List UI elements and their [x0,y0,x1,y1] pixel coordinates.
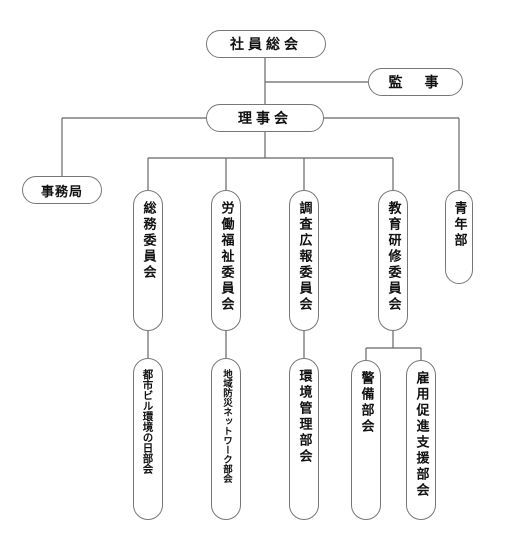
employment-promotion-subdivision-label: 雇用促進支援部会 [413,371,429,499]
regional-disaster-network-subdivision-box: 地域防災ネットワーク部会 [211,358,241,520]
environment-management-subdivision-label: 環境管理部会 [296,369,312,465]
urban-building-env-subdivision-box: 都市ビル環境の日部会 [133,358,163,520]
education-training-committee-box: 教育研修委員会 [378,190,408,331]
board-box: 理事会 [206,104,324,132]
urban-building-env-subdivision-label: 都市ビル環境の日部会 [141,369,154,474]
research-pr-committee-label: 調査広報委員会 [296,201,312,313]
general-assembly-label: 社員総会 [230,37,302,53]
employment-promotion-subdivision-box: 雇用促進支援部会 [406,360,436,520]
youth-division-label: 青年部 [451,201,467,249]
environment-management-subdivision-box: 環境管理部会 [289,358,319,520]
security-subdivision-box: 警備部会 [351,360,381,520]
labor-welfare-committee-label: 労働福祉委員会 [218,201,234,313]
general-affairs-committee-box: 総務委員会 [133,190,163,331]
board-label: 理事会 [238,111,292,127]
labor-welfare-committee-box: 労働福祉委員会 [211,190,241,331]
general-assembly-box: 社員総会 [206,30,326,58]
secretariat-box: 事務局 [22,176,102,204]
regional-disaster-network-subdivision-label: 地域防災ネットワーク部会 [221,369,232,483]
auditor-box: 監 事 [368,68,463,96]
security-subdivision-label: 警備部会 [358,371,374,435]
research-pr-committee-box: 調査広報委員会 [289,190,319,331]
education-training-committee-label: 教育研修委員会 [385,201,401,313]
youth-division-box: 青年部 [445,190,473,284]
secretariat-label: 事務局 [40,184,83,200]
auditor-label: 監 事 [388,75,443,91]
general-affairs-committee-label: 総務委員会 [140,201,156,281]
